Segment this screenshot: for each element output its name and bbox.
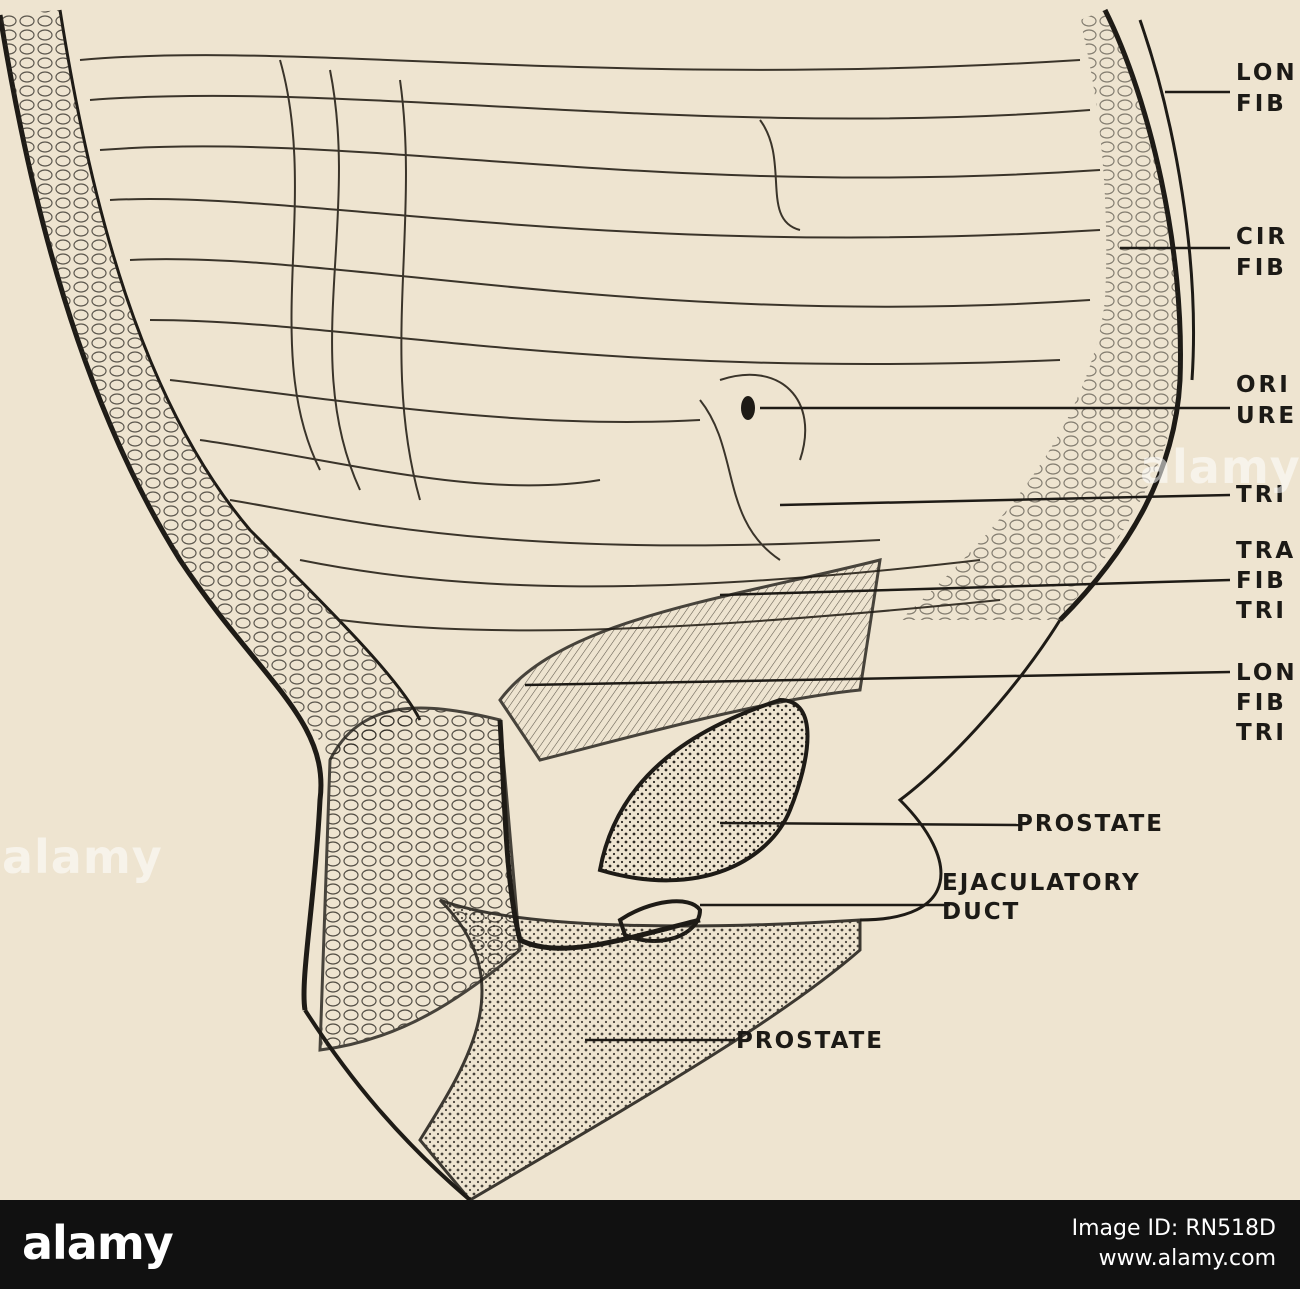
urethra-channel (497, 719, 701, 951)
anatomical-illustration: LON FIB CIR FIB ORI URE TRI TRA FIB TRI … (0, 8, 1300, 1202)
stock-footer-bar: alamy Image ID: RN518D www.alamy.com (0, 1200, 1300, 1289)
ureter-orifice (741, 396, 755, 420)
label-line: ORI (1236, 372, 1291, 398)
image-id: Image ID: RN518D (1071, 1216, 1276, 1241)
label-line: FIB (1236, 91, 1287, 117)
label-prostate-lower: PROSTATE (736, 1030, 884, 1053)
label-line: LON (1236, 60, 1298, 86)
prostate-body (597, 697, 810, 883)
label-longitudinal-fibres-top: LON FIB (1236, 62, 1298, 116)
label-line: DUCT (942, 899, 1021, 925)
alamy-logo: alamy (22, 1216, 174, 1270)
label-line: TRI (1236, 598, 1287, 624)
label-trigone: TRI (1236, 484, 1287, 507)
left-wall-layer (0, 10, 420, 760)
bladder-section-drawing (0, 8, 1231, 1202)
leader-lines (524, 90, 1231, 1042)
label-line: PROSTATE (1016, 811, 1165, 837)
label-prostate-upper: PROSTATE (1016, 813, 1164, 836)
label-line: EJACULATORY (942, 870, 1141, 896)
site-url: www.alamy.com (1098, 1246, 1276, 1271)
trigone-region (498, 557, 882, 762)
label-line: TRI (1236, 482, 1287, 508)
label-line: TRI (1236, 720, 1287, 746)
label-ejaculatory-duct: EJACULATORY DUCT (942, 872, 1141, 924)
left-lower-tissue (318, 706, 522, 1052)
lower-prostate-region (418, 898, 862, 1202)
label-line: CIR (1236, 224, 1289, 250)
label-line: FIB (1236, 568, 1287, 594)
label-orifice-ureter: ORI URE (1236, 374, 1297, 428)
label-line: PROSTATE (736, 1028, 885, 1054)
label-longitudinal-fibres-trigone: LON FIB TRI (1236, 662, 1298, 745)
image-id-block: Image ID: RN518D www.alamy.com (1072, 1214, 1276, 1274)
label-line: LON (1236, 660, 1298, 686)
label-line: TRA (1236, 538, 1297, 564)
label-circular-fibres: CIR FIB (1236, 226, 1288, 280)
label-transverse-fibres-trigone: TRA FIB TRI (1236, 540, 1296, 623)
label-line: FIB (1236, 255, 1287, 281)
label-line: URE (1236, 403, 1298, 429)
label-line: FIB (1236, 690, 1287, 716)
right-wall-layer (900, 10, 1181, 620)
